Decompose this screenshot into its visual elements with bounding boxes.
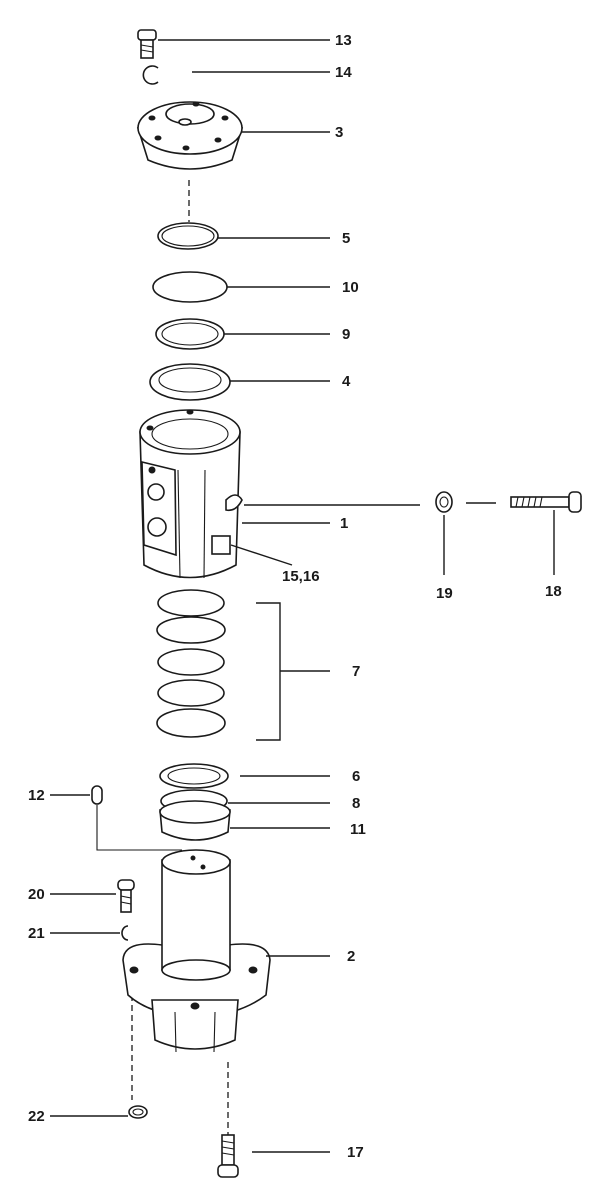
callout-2: 2 [347,948,355,965]
callout-20: 20 [28,886,45,903]
part-18-bolt [510,491,582,513]
callout-12: 12 [28,787,45,804]
callout-4: 4 [342,373,351,390]
callout-13: 13 [335,32,352,49]
callout-11: 11 [350,821,366,838]
callout-9: 9 [342,326,350,343]
bracket-7 [256,602,281,741]
part-9-ring [155,318,225,350]
callout-17: 17 [347,1144,364,1161]
callout-1: 1 [340,515,348,532]
part-5-ring [157,222,219,250]
callout-18: 18 [545,583,562,600]
callout-8: 8 [352,795,360,812]
callout-6: 6 [352,768,360,785]
part-22-washer [128,1105,148,1119]
part-12-pin [91,785,103,805]
callout-14: 14 [335,64,352,81]
part-17-bolt [217,1134,239,1178]
part-11-cup [159,800,231,841]
part-2-base [122,849,271,1053]
callout-3: 3 [335,124,343,141]
part-14-snap-ring [142,65,159,85]
part-4-ring [149,363,231,401]
part-13-screw [137,29,157,59]
part-19-nut [435,491,453,513]
part-1-housing [139,409,243,579]
callout-7: 7 [352,663,360,680]
callout-5: 5 [342,230,350,247]
part-21-snap-ring [121,925,129,941]
callout-22: 22 [28,1108,45,1125]
part-10-ring [152,271,228,303]
part-7-springs [156,589,226,738]
callout-15-16: 15,16 [282,568,320,585]
part-3-cover [136,101,244,170]
part-20-screw [117,879,135,913]
part-6-ring [159,763,229,789]
pin-12-guide [96,805,182,851]
leader-15-16 [230,544,293,566]
callout-10: 10 [342,279,359,296]
callout-21: 21 [28,925,45,942]
callout-19: 19 [436,585,453,602]
